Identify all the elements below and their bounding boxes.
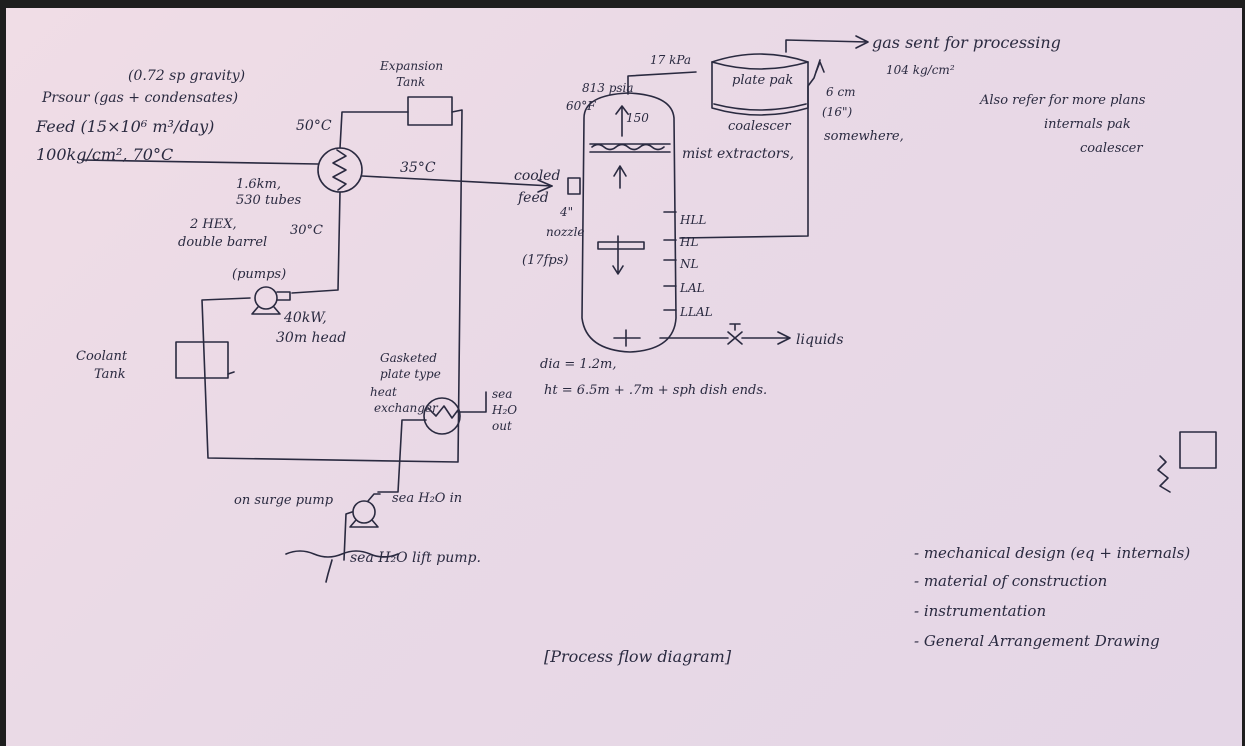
coalescer-somewhere: somewhere, [824,129,904,144]
plate-hex-line2: plate type [380,367,441,381]
pump-head: 30m head [276,330,346,346]
separator-top-label: 150 [626,111,649,125]
checklist-item-3: - instrumentation [914,602,1046,620]
coolant-tank-line2: Tank [94,367,126,382]
expansion-tank-line2: Tank [396,75,425,89]
checklist-item-2: - material of construction [914,572,1107,590]
nozzle-size: 4" [559,205,573,219]
pump-label: (pumps) [232,267,286,282]
small-sketch-box [1180,432,1216,468]
exchanger-type-1: 2 HEX, [189,217,237,232]
gas-out-pressure: 104 kg/cm² [886,63,955,77]
liquids-label: liquids [796,332,844,348]
coalescer-pressure: 17 kPa [650,53,691,67]
checklist-item-1: - mechanical design (eq + internals) [914,544,1190,562]
note-line2: internals pak [1044,117,1131,132]
separator-height: ht = 6.5m + .7m + sph dish ends. [544,383,767,398]
diagram-title: [Process flow diagram] [544,647,732,666]
separator-diameter: dia = 1.2m, [540,357,617,372]
coalescer-size2: (16") [822,105,852,119]
lift-pump-label: sea H₂O lift pump. [350,550,481,566]
nozzle-velocity: (17fps) [522,253,569,268]
level-nl: NL [679,257,699,271]
checklist-item-4: - General Arrangement Drawing [914,632,1160,650]
pump-power: 40kW, [283,310,327,326]
expansion-tank-line1: Expansion [379,59,443,73]
coolant-tank-line1: Coolant [76,349,128,364]
plate-hex-line3: heat [370,385,397,399]
feed-flow: Feed (15×10⁶ m³/day) [35,117,214,136]
cooled-feed-line1: cooled [514,168,560,184]
level-llal: LLAL [679,305,713,319]
note-line1: Also refer for more plans [979,93,1146,108]
mist-extractors: mist extractors, [682,146,794,162]
feed-gravity: (0.72 sp gravity) [128,68,245,84]
sea-out-line2: H₂O [491,403,517,417]
separator-pressure: 813 psia [582,81,634,95]
plate-hex-line4: exchanger [374,401,439,415]
exchanger-temp-35: 35°C [400,160,436,176]
feed-line [82,160,552,192]
level-hll: HLL [679,213,706,227]
level-lal: LAL [679,281,705,295]
nozzle-label: nozzle [546,225,585,239]
level-hl: HL [679,235,698,249]
expansion-tank-box [408,97,452,125]
feed-composition: Prsour (gas + condensates) [41,90,238,106]
exchanger-tubes: 530 tubes [236,193,302,208]
exchanger-temp-50: 50°C [296,118,332,134]
feed-conditions: 100kg/cm², 70°C [36,145,173,164]
plate-pak-label: plate pak [732,73,793,88]
coolant-tank-box [176,342,228,378]
exchanger-type-2: double barrel [178,235,267,250]
coalescer-label: coalescer [728,119,791,134]
gas-out-label: gas sent for processing [872,33,1061,52]
sea-out-line1: sea [492,387,512,401]
plate-hex-line1: Gasketed [380,351,437,365]
cooled-feed-line2: feed [517,190,549,206]
note-line3: coalescer [1080,141,1143,156]
coalescer-size: 6 cm [826,85,856,99]
exchanger-size: 1.6km, [236,177,281,192]
booster-pump-label: on surge pump [234,493,334,508]
shell-tube-exchanger [318,148,362,192]
coolant-temp-30: 30°C [290,223,323,238]
sea-out-line3: out [492,419,512,433]
sea-water-in-label: sea H₂O in [392,491,462,506]
separator-temp: 60°F [566,99,596,113]
